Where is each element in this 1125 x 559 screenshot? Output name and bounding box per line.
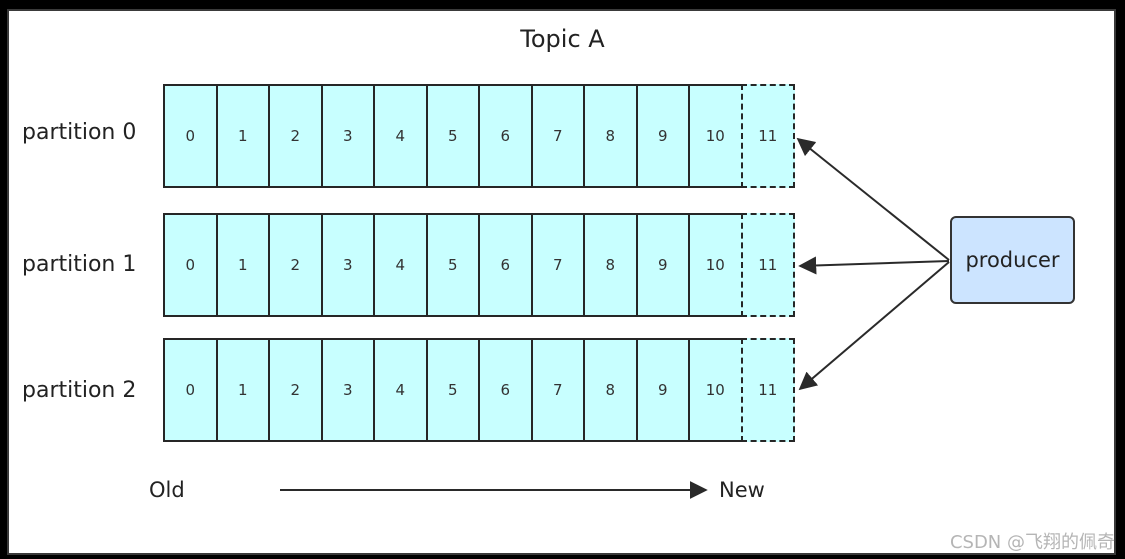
partition-2-offset-5: 5 bbox=[425, 338, 480, 442]
partition-0-offset-2: 2 bbox=[268, 84, 323, 188]
watermark: CSDN @飞翔的佩奇 bbox=[949, 532, 1115, 553]
partition-1-offset-7: 7 bbox=[530, 213, 585, 317]
partition-1-offset-9: 9 bbox=[635, 213, 690, 317]
producer-label: producer bbox=[965, 248, 1060, 272]
partition-2-offset-10: 10 bbox=[688, 338, 743, 442]
partition-1-offset-11: 11 bbox=[740, 213, 795, 317]
producer-to-partition-0-arrow bbox=[796, 137, 950, 261]
partition-2-offset-7: 7 bbox=[530, 338, 585, 442]
partition-0-offset-4: 4 bbox=[373, 84, 428, 188]
partition-0-offset-9: 9 bbox=[635, 84, 690, 188]
partition-1-offset-4: 4 bbox=[373, 213, 428, 317]
partition-0-offset-8: 8 bbox=[583, 84, 638, 188]
partition-1-offset-3: 3 bbox=[320, 213, 375, 317]
partition-1-offset-0: 0 bbox=[163, 213, 218, 317]
topic-title: Topic A bbox=[520, 25, 605, 53]
partition-1-offset-10: 10 bbox=[688, 213, 743, 317]
partition-2-offset-11: 11 bbox=[740, 338, 795, 442]
partition-0-offset-6: 6 bbox=[478, 84, 533, 188]
new-label: New bbox=[719, 478, 765, 502]
partition-0-offset-0: 0 bbox=[163, 84, 218, 188]
partition-0-offset-7: 7 bbox=[530, 84, 585, 188]
producer-box: producer bbox=[950, 216, 1075, 304]
partition-0-offset-10: 10 bbox=[688, 84, 743, 188]
partition-1-offset-1: 1 bbox=[215, 213, 270, 317]
producer-to-partition-2-arrow bbox=[798, 261, 950, 391]
partition-1-offset-2: 2 bbox=[268, 213, 323, 317]
partition-0-offset-11: 11 bbox=[740, 84, 795, 188]
partition-2-offset-4: 4 bbox=[373, 338, 428, 442]
partition-2-offset-2: 2 bbox=[268, 338, 323, 442]
partition-2-offset-3: 3 bbox=[320, 338, 375, 442]
partition-2-offset-8: 8 bbox=[583, 338, 638, 442]
partition-2-label: partition 2 bbox=[22, 378, 137, 403]
partition-1-offset-5: 5 bbox=[425, 213, 480, 317]
partition-2-offset-9: 9 bbox=[635, 338, 690, 442]
partition-0-label: partition 0 bbox=[22, 120, 137, 145]
producer-to-partition-1-arrow bbox=[798, 256, 950, 275]
partition-1-label: partition 1 bbox=[22, 252, 137, 277]
old-label: Old bbox=[149, 478, 185, 502]
partition-0-offset-3: 3 bbox=[320, 84, 375, 188]
